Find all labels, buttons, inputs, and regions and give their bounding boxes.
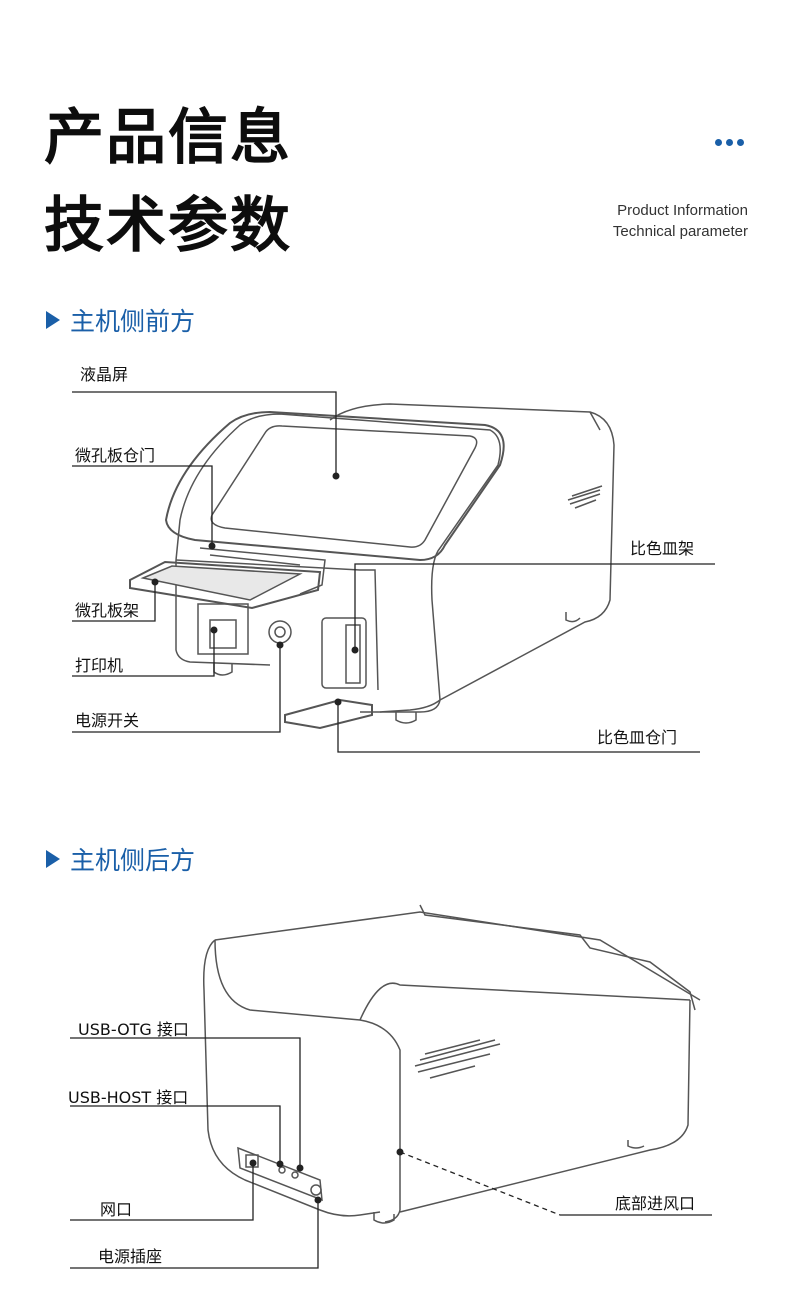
section-heading-rear: 主机侧后方 [46,841,195,877]
label-plate-rack: 微孔板架 [75,601,140,620]
label-printer: 打印机 [75,656,124,675]
label-cuvette-door: 比色皿仓门 [597,728,678,747]
label-power-socket: 电源插座 [98,1247,163,1266]
label-lcd: 液晶屏 [80,365,129,384]
ellipsis-icon[interactable] [715,131,755,146]
label-usb-otg: USB-OTG 接口 [78,1020,189,1039]
label-network-port: 网口 [100,1200,133,1219]
english-title-line1: Product Information [617,202,748,219]
page-subtitle: 技术参数 [44,191,292,261]
triangle-bullet-icon [46,311,60,329]
label-bottom-vent: 底部进风口 [615,1194,696,1213]
page-title: 产品信息 [44,103,292,173]
label-usb-host: USB-HOST 接口 [68,1088,189,1107]
section-heading-front: 主机侧前方 [46,302,195,338]
label-plate-door: 微孔板仓门 [75,446,156,465]
rear-device-diagram [70,904,712,1269]
triangle-bullet-icon [46,850,60,868]
english-title-line2: Technical parameter [612,223,748,240]
front-device-diagram [72,391,715,753]
label-cuvette-rack: 比色皿架 [630,539,695,558]
label-power-switch: 电源开关 [75,711,140,730]
section-front-label: 主机侧前方 [70,307,196,336]
section-rear-label: 主机侧后方 [70,846,196,875]
